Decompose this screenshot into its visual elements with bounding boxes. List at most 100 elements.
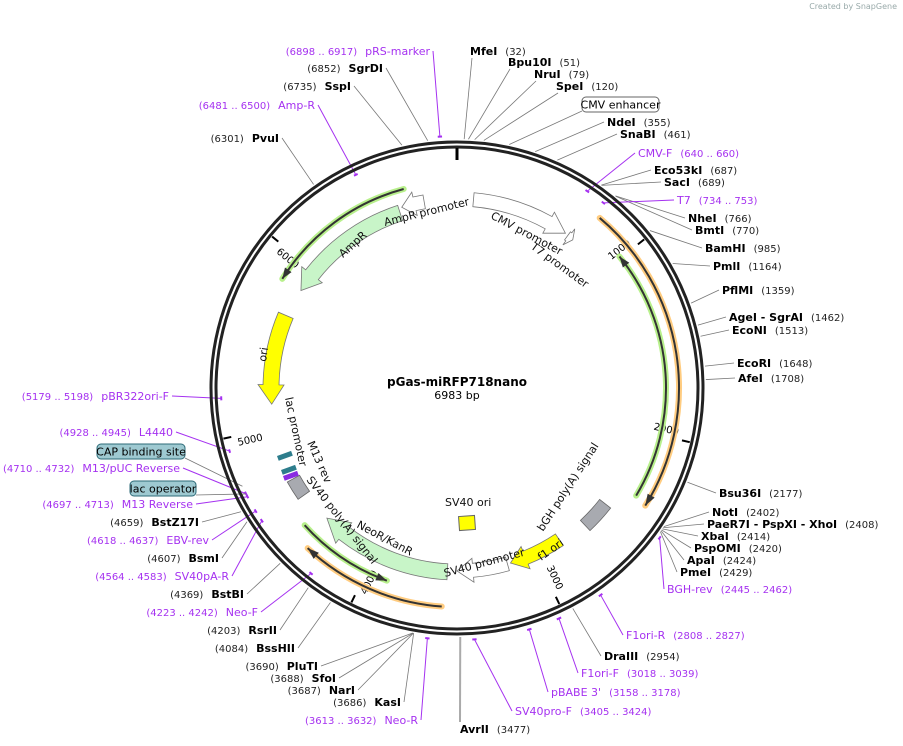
enzyme-site-label: NdeI(355) <box>607 116 671 129</box>
primer-label-name: SV40pA-R <box>175 570 230 583</box>
tick-mark <box>223 435 232 440</box>
enzyme-site-label-name: XbaI <box>701 530 729 543</box>
bgh-polya-signal-box <box>579 498 612 532</box>
primer-label-position: (4223 .. 4242) <box>146 608 218 619</box>
neor-orf-orange-line-arrowhead <box>307 548 319 559</box>
ampr-promoter-arrow <box>401 191 426 217</box>
enzyme-site-label: DraIII(2954) <box>604 650 680 663</box>
primer-label-name: pRS-marker <box>365 45 430 58</box>
enzyme-site-label-position: (461) <box>664 130 691 141</box>
enzyme-site-label: (4659)BstZ17I <box>110 516 199 529</box>
primer-binding-mark <box>657 535 662 540</box>
enzyme-site-label-name: SspI <box>325 80 351 93</box>
enzyme-site-label-position: (1359) <box>761 286 794 297</box>
primer-label-position: (5179 .. 5198) <box>22 392 94 403</box>
enzyme-site-label-name: KasI <box>374 696 401 709</box>
primer-label: (5179 .. 5198) pBR322ori-F <box>22 390 169 403</box>
enzyme-leader-line <box>201 511 242 523</box>
enzyme-site-label-position: (1164) <box>748 262 781 273</box>
backbone-outer <box>209 140 705 636</box>
enzyme-site-label: XbaI(2414) <box>701 530 770 543</box>
cmv-promoter-arrow <box>472 192 567 234</box>
enzyme-site-label-position: (1648) <box>779 359 812 370</box>
enzyme-site-label-name: PaeR7I - PspXI - XhoI <box>707 518 837 531</box>
enzyme-leader-line <box>700 329 730 337</box>
primer-label-name: L4440 <box>139 426 173 439</box>
primer-label-name: CMV-F <box>638 147 672 160</box>
enzyme-site-label-name: PvuI <box>252 132 279 145</box>
enzyme-leader-line <box>320 632 413 667</box>
mirfp-orf-orange-line-arrowhead <box>645 493 655 506</box>
enzyme-site-label-position: (2420) <box>749 544 782 555</box>
primer-label: SV40pro-F(3405 .. 3424) <box>515 705 652 718</box>
enzyme-site-label-position: (3687) <box>288 686 321 697</box>
enzyme-leader-line <box>468 68 511 140</box>
primer-label-name: F1ori-R <box>626 629 666 642</box>
enzyme-leader-line <box>279 587 309 631</box>
enzyme-site-label-position: (2177) <box>769 489 802 500</box>
tick-mark <box>271 235 279 243</box>
ampr-orf-line <box>281 188 404 280</box>
primer-label-position: (3613 .. 3632) <box>305 716 377 727</box>
enzyme-site-label: AgeI - SgrAI(1462) <box>729 311 844 324</box>
enzyme-leader-line <box>357 632 414 691</box>
enzyme-site-label: BamHI(985) <box>705 242 781 255</box>
mirfp-orf-line-arrowhead <box>619 256 630 268</box>
enzyme-leader-line <box>687 481 717 494</box>
enzyme-site-label-position: (4084) <box>215 644 248 655</box>
primer-label-position: (3405 .. 3424) <box>580 707 652 718</box>
enzyme-leader-line <box>663 511 710 528</box>
enzyme-site-label-name: ApaI <box>687 554 715 567</box>
neor-orf-line-arrowhead <box>375 573 387 581</box>
f1-ori-arrow <box>509 533 564 570</box>
feature-box-label: CMV enhancer <box>581 99 661 112</box>
enzyme-site-label-position: (4607) <box>147 554 180 565</box>
enzyme-site-label: PflMI (1359) <box>722 284 795 297</box>
tick-mark <box>637 238 645 246</box>
enzyme-site-label: NotI(2402) <box>712 506 779 519</box>
enzyme-site-label: (6735) SspI <box>283 80 351 93</box>
enzyme-site-label-name: NdeI <box>607 116 636 129</box>
enzyme-site-label-position: (6735) <box>283 82 316 93</box>
primer-leader-line <box>195 496 248 505</box>
primer-leader-line <box>528 629 549 693</box>
enzyme-site-label-name: Bsu36I <box>719 487 761 500</box>
enzyme-site-label-name: BsmI <box>189 552 220 565</box>
enzyme-site-label-position: (4659) <box>110 518 143 529</box>
primer-label-position: (4618 .. 4637) <box>87 536 159 547</box>
enzyme-site-label-position: (2954) <box>646 652 679 663</box>
primer-leader-line <box>659 537 665 590</box>
primer-label-name: Neo-R <box>384 714 418 727</box>
enzyme-leader-line <box>338 632 414 679</box>
enzyme-site-label-position: (120) <box>591 82 618 93</box>
enzyme-site-label-name: PflMI <box>722 284 753 297</box>
primer-label: F1ori-R(2808 .. 2827) <box>626 629 745 642</box>
enzyme-site-label-name: SpeI <box>556 80 583 93</box>
primer-binding-mark <box>228 449 232 454</box>
enzyme-site-label-name: AgeI - SgrAI <box>729 311 803 324</box>
enzyme-leader-line <box>672 263 711 267</box>
enzyme-site-label-position: (51) <box>560 58 581 69</box>
enzyme-site-label: PaeR7I - PspXI - XhoI(2408) <box>707 518 879 531</box>
enzyme-site-label: ApaI (2424) <box>687 554 756 567</box>
enzyme-site-label: (3690)PluTI <box>245 660 318 673</box>
primer-label: (4223 .. 4242)Neo-F <box>146 606 258 619</box>
enzyme-site-label-position: (1708) <box>771 374 804 385</box>
enzyme-leader-line <box>297 602 331 649</box>
primer-label-name: M13/pUC Reverse <box>82 462 180 475</box>
enzyme-site-label: (6301)PvuI <box>211 132 279 145</box>
enzyme-site-label: AfeI(1708) <box>738 372 804 385</box>
enzyme-site-label-name: BssHII <box>256 642 295 655</box>
primer-leader-line <box>182 467 247 495</box>
primer-label-name: Amp-R <box>278 99 315 112</box>
primer-leader-line <box>317 104 357 176</box>
primer-label-name: pBR322ori-F <box>101 390 169 403</box>
enzyme-site-label-position: (687) <box>710 166 737 177</box>
enzyme-site-label-position: (4369) <box>170 590 203 601</box>
enzyme-leader-line <box>615 195 686 219</box>
enzyme-site-label-position: (2424) <box>723 556 756 567</box>
primer-label: F1ori-F(3018 .. 3039) <box>581 667 698 680</box>
enzyme-site-label: (4084) BssHII <box>215 642 295 655</box>
enzyme-leader-line <box>483 92 559 141</box>
